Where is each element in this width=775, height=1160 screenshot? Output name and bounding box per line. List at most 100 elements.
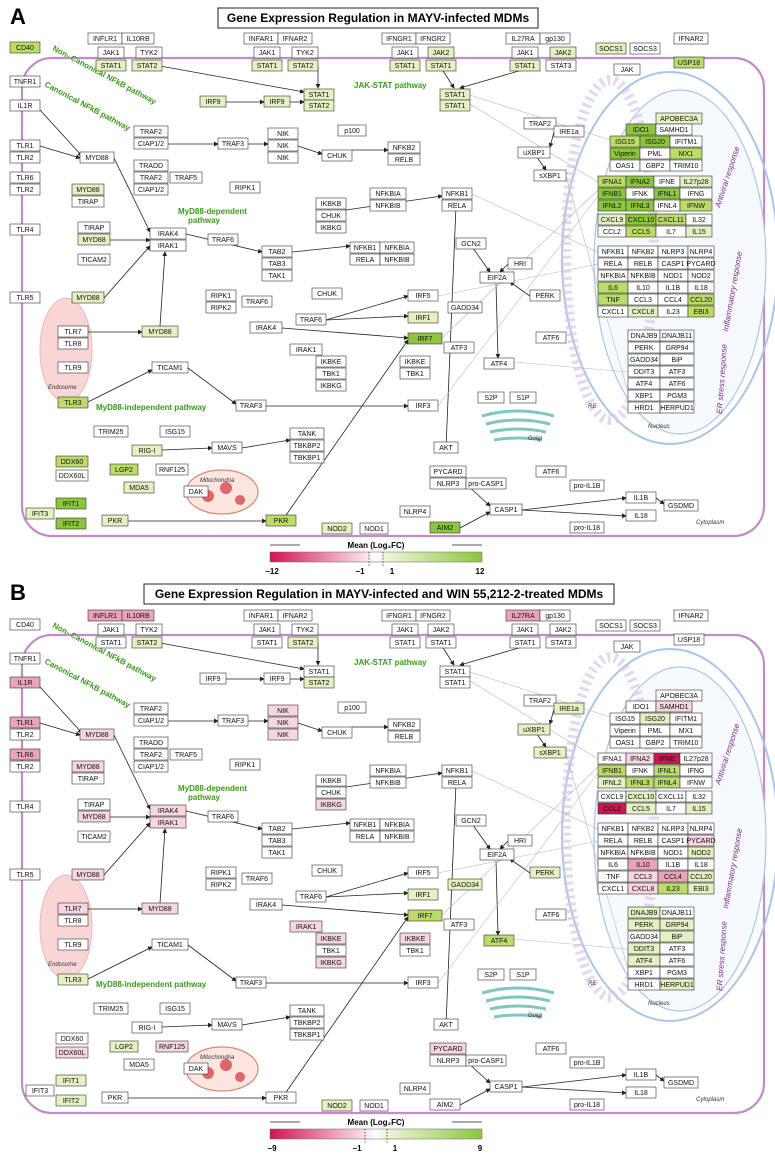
cytoplasm-label: Cytoplasm	[696, 520, 724, 526]
panel-b-gene-label: IL18	[634, 1090, 648, 1097]
legend-a: Mean (Log₂FC) −12 −1 1 12	[265, 541, 485, 576]
legend-b-title: Mean (Log₂FC)	[348, 1118, 405, 1127]
panel-b-node-box	[407, 909, 443, 922]
panel-b-node-box	[679, 764, 713, 777]
panel-b-node-box	[277, 609, 313, 622]
panel-a-gene-label: IRE1a	[559, 129, 579, 136]
panel-b-gene-label: IKBKE	[405, 936, 426, 943]
panel-b-gene-label: IFNG	[688, 768, 705, 775]
legend-b-max: 9	[478, 1144, 483, 1153]
panel-a-gene-label: TAK1	[269, 273, 286, 280]
panel-a-gene-label: TBKBP1	[294, 455, 321, 462]
panel-b-gene-label: IFNAR2	[679, 613, 704, 620]
panel-b-node-box	[669, 736, 703, 749]
panel-a-node-box	[321, 522, 353, 535]
panel-b-node-box	[141, 902, 179, 915]
panel-b-node-box	[663, 1076, 699, 1089]
panel-a-gene-label: IFNE	[659, 179, 675, 186]
panel-b-gene-label: TAB2	[269, 826, 286, 833]
panel-a-gene-label: IFNL3	[630, 203, 649, 210]
panel-b-node-box	[315, 774, 347, 787]
panel-b-gene-label: HERPUD1	[660, 982, 694, 989]
panel-a-node-box	[57, 325, 89, 338]
panel-b-gene-label: pro-CASP1	[468, 1058, 504, 1065]
panel-a-gene-label: DDX60	[61, 459, 84, 466]
panel-a-gene-label: JAK1	[397, 50, 414, 57]
panel-a-node-box	[55, 469, 89, 482]
panel-a-node-box	[205, 289, 237, 302]
panel-a-gene-label: CCL4	[664, 297, 682, 304]
panel-a-node-box	[479, 271, 515, 284]
panel-b-node-box	[595, 619, 627, 632]
panel-b-gene-label: CHUK	[321, 790, 341, 797]
panel-a-gene-label: STAT1	[257, 63, 278, 70]
panel-b-gene-label: JAK1	[259, 627, 276, 634]
panel-b-node-box	[71, 868, 105, 881]
panel-a-gene-label: MYD88	[82, 237, 105, 244]
panel-a-gene-label: TRIM25	[99, 429, 124, 436]
panel-b-gene-label: TYK2	[296, 627, 314, 634]
panel-b-node-box	[121, 609, 155, 622]
panel-b-node-box	[289, 1004, 325, 1017]
panel-a-gene-label: PERK	[535, 293, 554, 300]
panel-a-gene-label: MYD88	[85, 155, 108, 162]
myd88dep-label-b-2: pathway	[188, 793, 221, 802]
panel-a-gene-label: CCL2	[603, 229, 621, 236]
jakstat-label: JAK-STAT pathway	[354, 81, 427, 90]
panel-b-gene-label: sXBP1	[539, 750, 561, 757]
panel-b-gene-label: JAK1	[397, 627, 414, 634]
panel-a-gene-label: RELA	[604, 261, 623, 268]
panel-b-node-box	[529, 866, 561, 879]
panel-b-node-box	[199, 672, 227, 685]
panel-b-gene-label: IL1B	[634, 1072, 649, 1079]
panel-a-gene-label: TNFR1	[14, 79, 37, 86]
panel-b-gene-label: NLRP3	[662, 826, 685, 833]
panel-b-gene-label: ISG15	[615, 716, 635, 723]
panel-b-gene-label: TLR3	[64, 977, 81, 984]
panel-b-node-box	[287, 636, 319, 649]
panel-b-gene-label: CXCL9	[601, 794, 624, 801]
panel-b-letter: B	[10, 580, 26, 605]
panel-a-gene-label: RELA	[448, 203, 467, 210]
panel-a-node-box	[687, 281, 715, 294]
panel-b-node-box	[625, 1068, 657, 1081]
panel-b-gene-label: ATF4	[491, 938, 508, 945]
panel-b-node-box	[379, 818, 415, 831]
panel-b-gene-label: RELA	[356, 834, 375, 841]
panel-b-node-box	[659, 942, 695, 955]
panel-a-node-box	[295, 313, 327, 326]
panel-b-node-box	[659, 978, 695, 991]
panel-b-node-box	[545, 636, 577, 649]
panel-b-node-box	[321, 1099, 353, 1112]
panel-a-gene-label: DDX60L	[59, 473, 86, 480]
panel-b-gene-label: GBP2	[646, 740, 665, 747]
panel-b-gene-label: NFKB1	[354, 822, 377, 829]
panel-a-gene-label: NFKBIA	[600, 273, 626, 280]
panel-a-gene-label: JAK1	[259, 50, 276, 57]
panel-a-node-box	[553, 125, 585, 138]
panel-a-gene-label: NOD2	[327, 526, 347, 533]
panel-a-gene-label: EIF2A	[487, 275, 507, 282]
panel-b-node-box	[321, 726, 353, 739]
panel-a-node-box	[211, 441, 243, 454]
panel-b-gene-label: TAK1	[269, 850, 286, 857]
panel-b-node-box	[295, 890, 327, 903]
panel-b-gene-label: IKBKG	[320, 960, 341, 967]
panel-b-node-box	[517, 723, 551, 736]
panel-b-gene-label: RIPK1	[211, 870, 231, 877]
panel-a-gene-label: CXCL10	[628, 217, 655, 224]
panel-b-gene-label: IL23	[666, 886, 680, 893]
panel-a-node-box	[359, 522, 389, 535]
mitochondria-label: Mitochondria	[200, 478, 235, 484]
legend-b-neg: −1	[352, 1144, 362, 1153]
panel-a-node-box	[685, 225, 713, 238]
panel-b-gene-label: STAT1	[101, 640, 122, 647]
panel-b-gene-label: IL7	[666, 806, 676, 813]
panel-a-node-box	[625, 491, 657, 504]
panel-b-node-box	[79, 728, 115, 741]
panel-a-gene-label: IFNGR2	[420, 36, 446, 43]
panel-b-node-box	[415, 609, 451, 622]
panel-b-node-box	[9, 716, 41, 729]
panel-a-gene-label: RIPK1	[211, 293, 231, 300]
